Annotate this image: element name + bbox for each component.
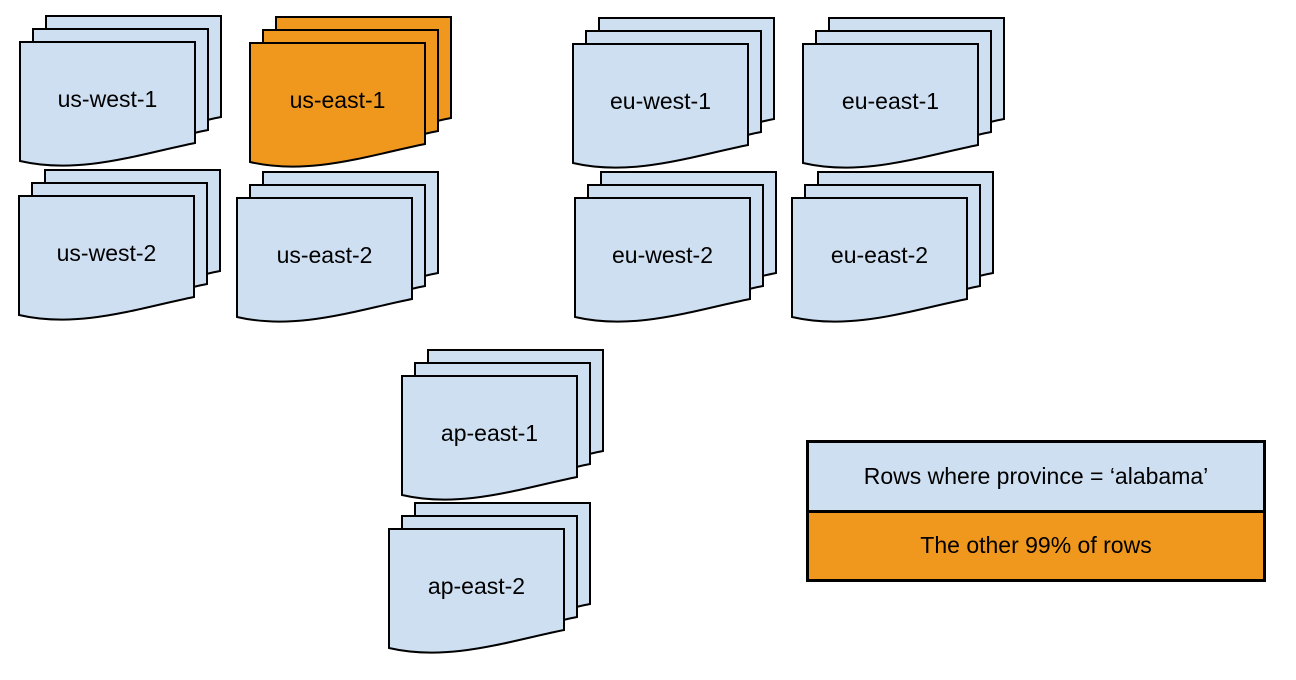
region-stack-ap-east-2: ap-east-2 — [388, 502, 592, 658]
document-stack-icon — [249, 16, 452, 168]
region-stack-us-west-1: us-west-1 — [19, 15, 223, 171]
legend-item-label: The other 99% of rows — [920, 532, 1152, 559]
legend-item-label: Rows where province = ‘alabama’ — [863, 462, 1209, 489]
legend-item-alabama-rows: Rows where province = ‘alabama’ — [809, 443, 1263, 513]
document-stack-icon — [791, 171, 994, 323]
document-stack-icon — [802, 17, 1005, 169]
region-stack-us-west-2: us-west-2 — [18, 169, 222, 325]
document-stack-icon — [236, 171, 439, 323]
region-stack-ap-east-1: ap-east-1 — [401, 349, 605, 505]
region-stack-us-east-1: us-east-1 — [249, 16, 453, 172]
region-stack-eu-east-1: eu-east-1 — [802, 17, 1006, 173]
document-stack-icon — [18, 169, 221, 321]
legend-item-other-rows: The other 99% of rows — [809, 512, 1263, 579]
region-stack-eu-west-2: eu-west-2 — [574, 171, 778, 327]
region-stack-us-east-2: us-east-2 — [236, 171, 440, 327]
region-stack-eu-east-2: eu-east-2 — [791, 171, 995, 327]
document-stack-icon — [388, 502, 591, 654]
legend: Rows where province = ‘alabama’ The othe… — [806, 440, 1266, 582]
region-stack-eu-west-1: eu-west-1 — [572, 17, 776, 173]
document-stack-icon — [19, 15, 222, 167]
document-stack-icon — [572, 17, 775, 169]
document-stack-icon — [401, 349, 604, 501]
document-stack-icon — [574, 171, 777, 323]
